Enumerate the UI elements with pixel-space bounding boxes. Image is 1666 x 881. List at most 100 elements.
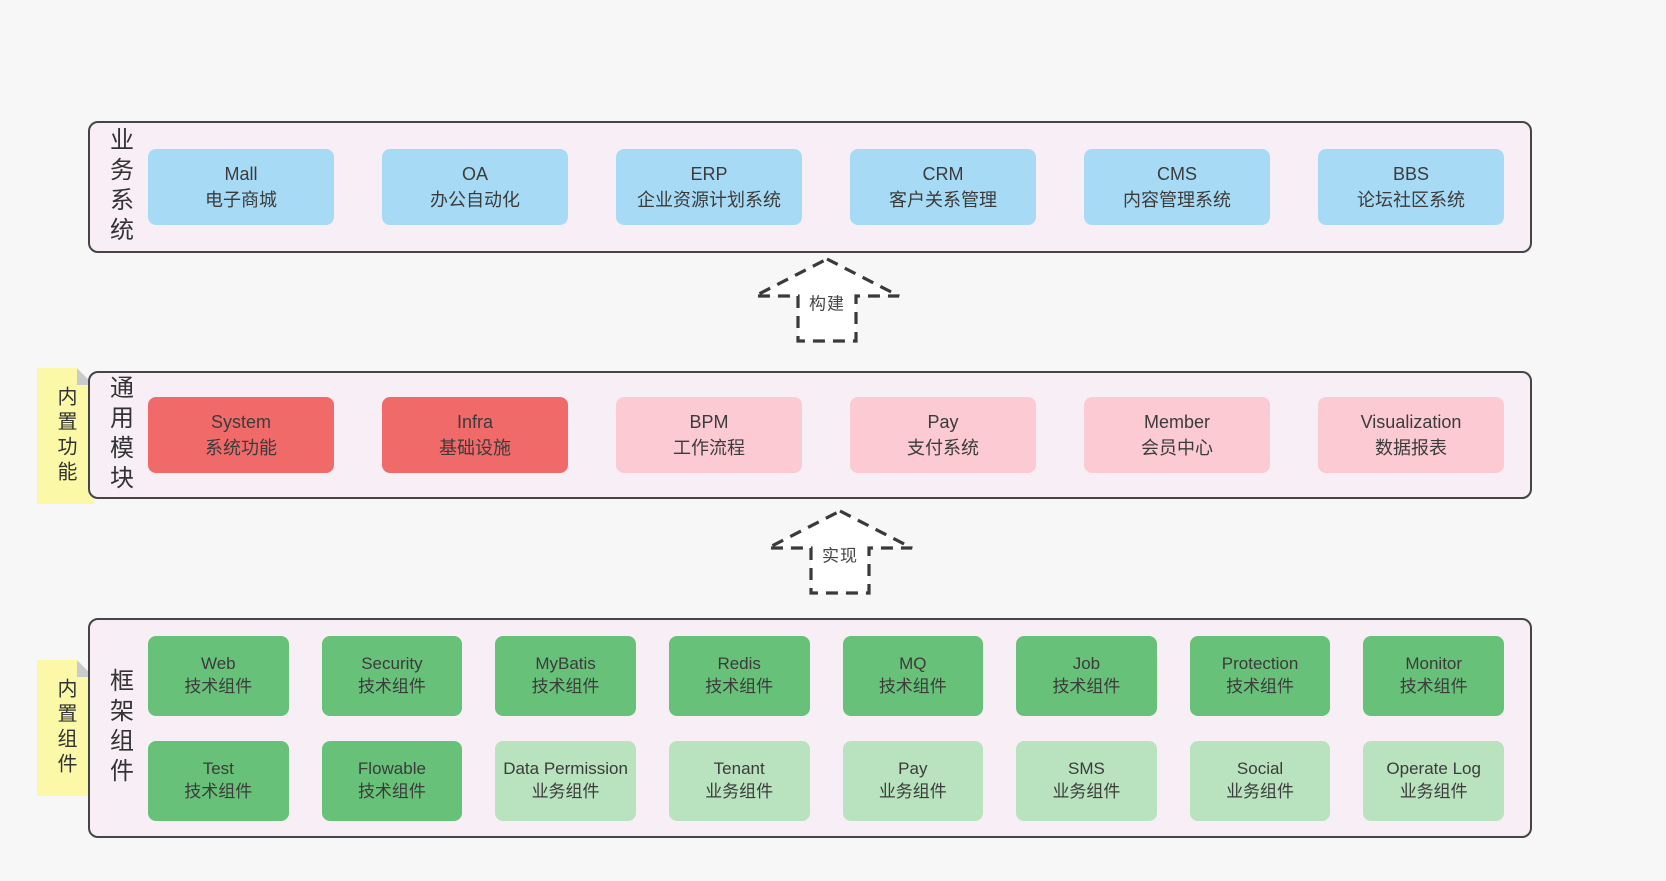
box-title: Flowable xyxy=(357,759,426,779)
sticky-note-built-in-features: 内置功能 xyxy=(37,368,94,504)
box-subtitle: 技术组件 xyxy=(1052,676,1121,696)
box-title: Social xyxy=(1236,759,1284,779)
box-subtitle: 技术组件 xyxy=(705,676,774,696)
box-title: Web xyxy=(200,654,236,674)
build-arrow-label: 构建 xyxy=(806,288,848,316)
sticky-note-label: 内置功能 xyxy=(54,386,76,486)
box-subtitle: 数据报表 xyxy=(1375,438,1447,458)
box-title: Redis xyxy=(717,654,761,674)
box-title: CRM xyxy=(922,163,964,184)
box-title: Mall xyxy=(224,163,258,184)
box-subtitle: 内容管理系统 xyxy=(1123,190,1231,210)
box-title: ERP xyxy=(690,163,728,184)
box-subtitle: 技术组件 xyxy=(184,676,253,696)
layer-label: 框架组件 xyxy=(105,668,133,788)
box-title: Member xyxy=(1143,411,1210,432)
box-subtitle: 技术组件 xyxy=(184,781,253,801)
box-subtitle: 技术组件 xyxy=(531,676,600,696)
layer-label: 通用模块 xyxy=(105,375,133,495)
box-subtitle: 技术组件 xyxy=(357,676,426,696)
box-subtitle: 业务组件 xyxy=(1226,781,1295,801)
layer-box-grid: System 系统功能 Infra 基础设施 BPM 工作流程 Pay 支付系统 Member 会… xyxy=(148,373,1530,497)
box-title: Pay xyxy=(927,411,959,432)
box-title: SMS xyxy=(1068,759,1105,779)
box-title: Monitor xyxy=(1405,654,1463,674)
box-erp: ERP 企业资源计划系统 xyxy=(616,149,802,225)
box-title: CMS xyxy=(1157,163,1197,184)
box-subtitle: 会员中心 xyxy=(1141,438,1213,458)
box-title: Data Permission xyxy=(503,759,628,779)
box-row: Mall 电子商城 OA 办公自动化 ERP 企业资源计划系统 CRM 客户关系管理 CMS 内容… xyxy=(148,149,1504,225)
box-title: Protection xyxy=(1221,654,1299,674)
box-title: OA xyxy=(461,163,488,184)
sticky-note-label: 内置组件 xyxy=(54,678,76,778)
box-row: System 系统功能 Infra 基础设施 BPM 工作流程 Pay 支付系统 Member 会… xyxy=(148,397,1504,473)
box-subtitle: 电子商城 xyxy=(205,190,277,210)
box-title: Job xyxy=(1072,654,1101,674)
box-crm: CRM 客户关系管理 xyxy=(850,149,1036,225)
layer-box-grid: Mall 电子商城 OA 办公自动化 ERP 企业资源计划系统 CRM 客户关系管理 CMS 内容… xyxy=(148,123,1530,251)
box-bpm: BPM 工作流程 xyxy=(616,397,802,473)
box-title: MyBatis xyxy=(535,654,596,674)
box-mall: Mall 电子商城 xyxy=(148,149,334,225)
box-title: Infra xyxy=(456,411,494,432)
box-infra: Infra 基础设施 xyxy=(382,397,568,473)
implement-arrow-label: 实现 xyxy=(819,540,861,568)
box-member: Member 会员中心 xyxy=(1084,397,1270,473)
box-title: Visualization xyxy=(1360,411,1462,432)
box-title: Test xyxy=(202,759,234,779)
box-subtitle: 技术组件 xyxy=(1399,676,1468,696)
layer-common-modules: 通用模块 System 系统功能 Infra 基础设施 BPM 工作流程 Pay 支付系统 Me… xyxy=(88,371,1532,499)
box-oa: OA 办公自动化 xyxy=(382,149,568,225)
box-subtitle: 技术组件 xyxy=(878,676,947,696)
box-title: BPM xyxy=(689,411,729,432)
box-subtitle: 业务组件 xyxy=(531,781,600,801)
sticky-note-built-in-components: 内置组件 xyxy=(37,660,94,796)
box-subtitle: 业务组件 xyxy=(878,781,947,801)
box-subtitle: 支付系统 xyxy=(907,438,979,458)
box-subtitle: 论坛社区系统 xyxy=(1357,190,1465,210)
box-subtitle: 业务组件 xyxy=(1399,781,1468,801)
box-subtitle: 客户关系管理 xyxy=(889,190,997,210)
box-bbs: BBS 论坛社区系统 xyxy=(1318,149,1504,225)
build-arrow: 构建 xyxy=(752,256,902,344)
implement-arrow: 实现 xyxy=(765,508,915,596)
box-subtitle: 办公自动化 xyxy=(430,190,520,210)
box-title: System xyxy=(210,411,271,432)
box-title: MQ xyxy=(899,654,927,674)
box-system: System 系统功能 xyxy=(148,397,334,473)
box-pay: Pay 支付系统 xyxy=(850,397,1036,473)
box-subtitle: 技术组件 xyxy=(1226,676,1295,696)
box-title: BBS xyxy=(1392,163,1430,184)
box-subtitle: 业务组件 xyxy=(705,781,774,801)
box-subtitle: 业务组件 xyxy=(1052,781,1121,801)
box-subtitle: 技术组件 xyxy=(357,781,426,801)
box-subtitle: 基础设施 xyxy=(439,438,511,458)
box-title: Pay xyxy=(898,759,928,779)
box-subtitle: 企业资源计划系统 xyxy=(637,190,781,210)
box-visualization: Visualization 数据报表 xyxy=(1318,397,1504,473)
box-title: Security xyxy=(361,654,423,674)
box-subtitle: 系统功能 xyxy=(205,438,277,458)
box-subtitle: 工作流程 xyxy=(673,438,745,458)
box-title: Tenant xyxy=(713,759,765,779)
